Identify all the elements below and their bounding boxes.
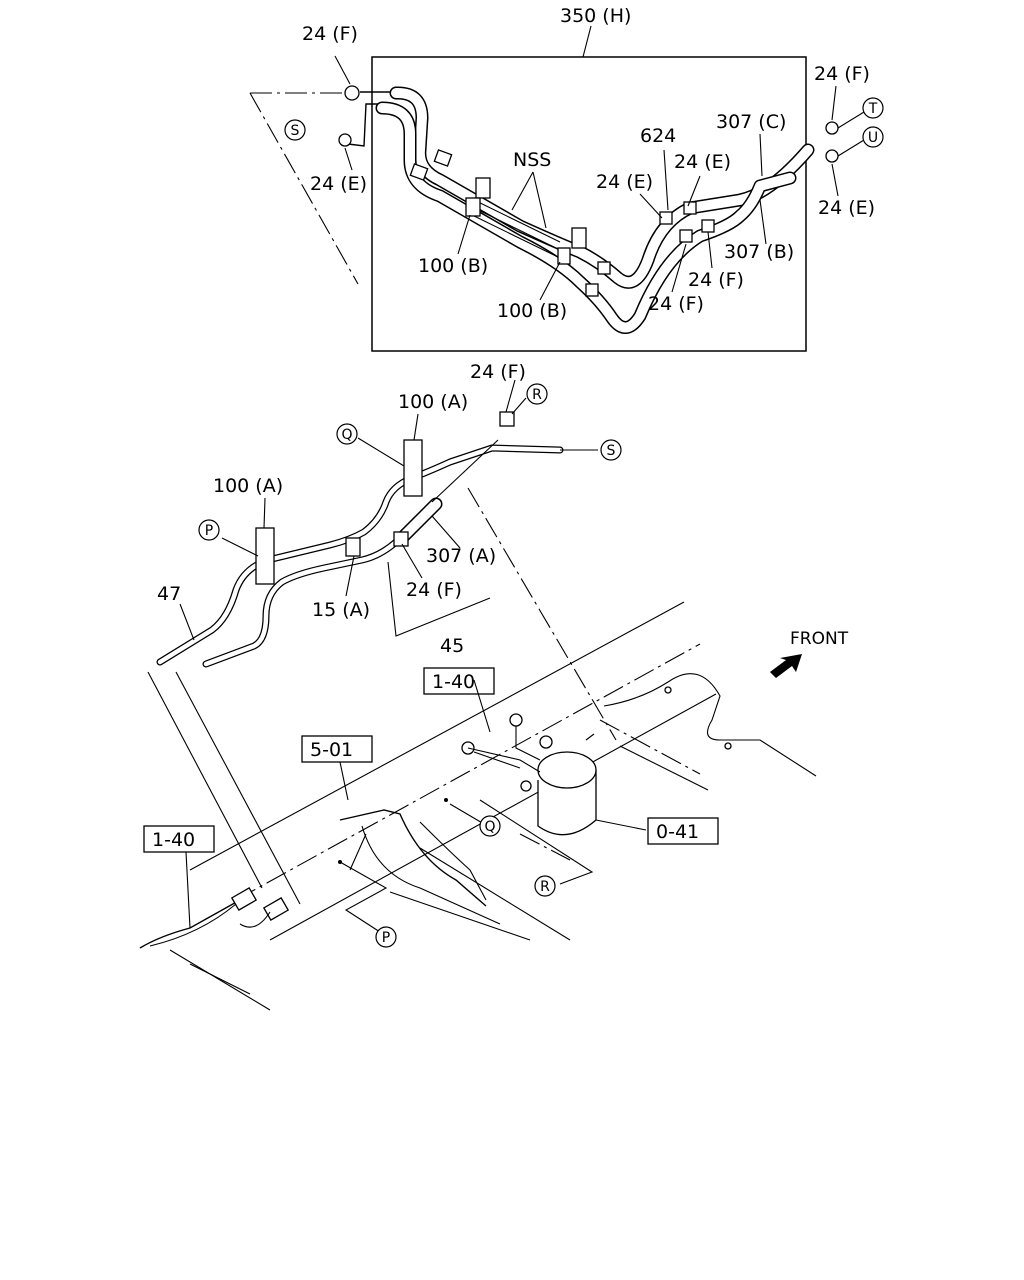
- callout-Q-low: Q: [479, 815, 501, 837]
- label-assembly: 350 (H): [560, 5, 631, 27]
- chassis-frame: [139, 601, 817, 1011]
- label-clip-f-top-left: 24 (F): [302, 23, 358, 45]
- svg-text:P: P: [382, 930, 390, 946]
- callout-S-top: S: [284, 119, 306, 141]
- svg-text:R: R: [540, 879, 550, 895]
- callout-T: T: [862, 97, 884, 119]
- pipe-connectors: [149, 887, 290, 947]
- label-clip-f-mid: 24 (F): [688, 269, 744, 291]
- brackets-100a: [255, 411, 515, 585]
- callout-R-low: R: [534, 875, 556, 897]
- callout-U: U: [862, 126, 884, 148]
- label-part-624: 624: [640, 125, 676, 147]
- fuel-filter: [461, 713, 647, 836]
- label-ref-1-40-left: 1-40: [152, 829, 195, 851]
- callout-S-mid: S: [600, 439, 622, 461]
- label-bracket-a-2: 100 (A): [213, 475, 283, 497]
- label-clip-f-lower: 24 (F): [470, 361, 526, 383]
- label-clip-e-right: 24 (E): [818, 197, 875, 219]
- label-nss: NSS: [513, 149, 551, 171]
- detail-box: [371, 25, 807, 352]
- label-clip-e-mid2: 24 (E): [674, 151, 731, 173]
- label-hose-a: 307 (A): [426, 545, 496, 567]
- label-front: FRONT: [790, 629, 849, 649]
- callout-P-low: P: [375, 926, 397, 948]
- label-group-45: 45: [440, 635, 464, 657]
- label-ref-5-01: 5-01: [310, 739, 353, 761]
- svg-text:T: T: [868, 101, 878, 117]
- svg-text:U: U: [868, 130, 878, 146]
- detail-clips: [409, 149, 715, 297]
- label-bracket-a-1: 100 (A): [398, 391, 468, 413]
- front-arrow: [770, 654, 802, 678]
- svg-text:P: P: [205, 523, 213, 539]
- label-ref-0-41: 0-41: [656, 821, 699, 843]
- label-bracket-b-2: 100 (B): [497, 300, 567, 322]
- callout-R-mid: R: [526, 383, 548, 405]
- callout-P-mid: P: [198, 519, 220, 541]
- label-clip-f-lower2: 24 (F): [406, 579, 462, 601]
- long-leaders: [147, 487, 617, 905]
- svg-text:S: S: [291, 123, 300, 139]
- label-clip-e-top-left: 24 (E): [310, 173, 367, 195]
- label-clip-e-mid: 24 (E): [596, 171, 653, 193]
- svg-text:Q: Q: [341, 427, 352, 443]
- label-bracket-b-1: 100 (B): [418, 255, 488, 277]
- clips-right: [825, 85, 865, 197]
- lower-leader-lines: [185, 679, 594, 933]
- reference-boxes: [143, 667, 719, 853]
- label-ref-1-40-top: 1-40: [432, 671, 475, 693]
- svg-text:S: S: [607, 443, 616, 459]
- mid-leader-lines: [179, 379, 527, 641]
- label-hose-c: 307 (C): [716, 111, 786, 133]
- label-clip-f-mid2: 24 (F): [648, 293, 704, 315]
- detail-leader-lines: [457, 133, 767, 301]
- clip-24f-top: [334, 55, 360, 171]
- callout-Q-mid: Q: [336, 423, 358, 445]
- svg-text:R: R: [532, 387, 542, 403]
- label-clip-f-right: 24 (F): [814, 63, 870, 85]
- label-clamp-15a: 15 (A): [312, 599, 370, 621]
- label-hose-b: 307 (B): [724, 241, 794, 263]
- label-pipe-47: 47: [157, 583, 181, 605]
- main-pipes: [156, 439, 598, 668]
- svg-text:Q: Q: [484, 819, 495, 835]
